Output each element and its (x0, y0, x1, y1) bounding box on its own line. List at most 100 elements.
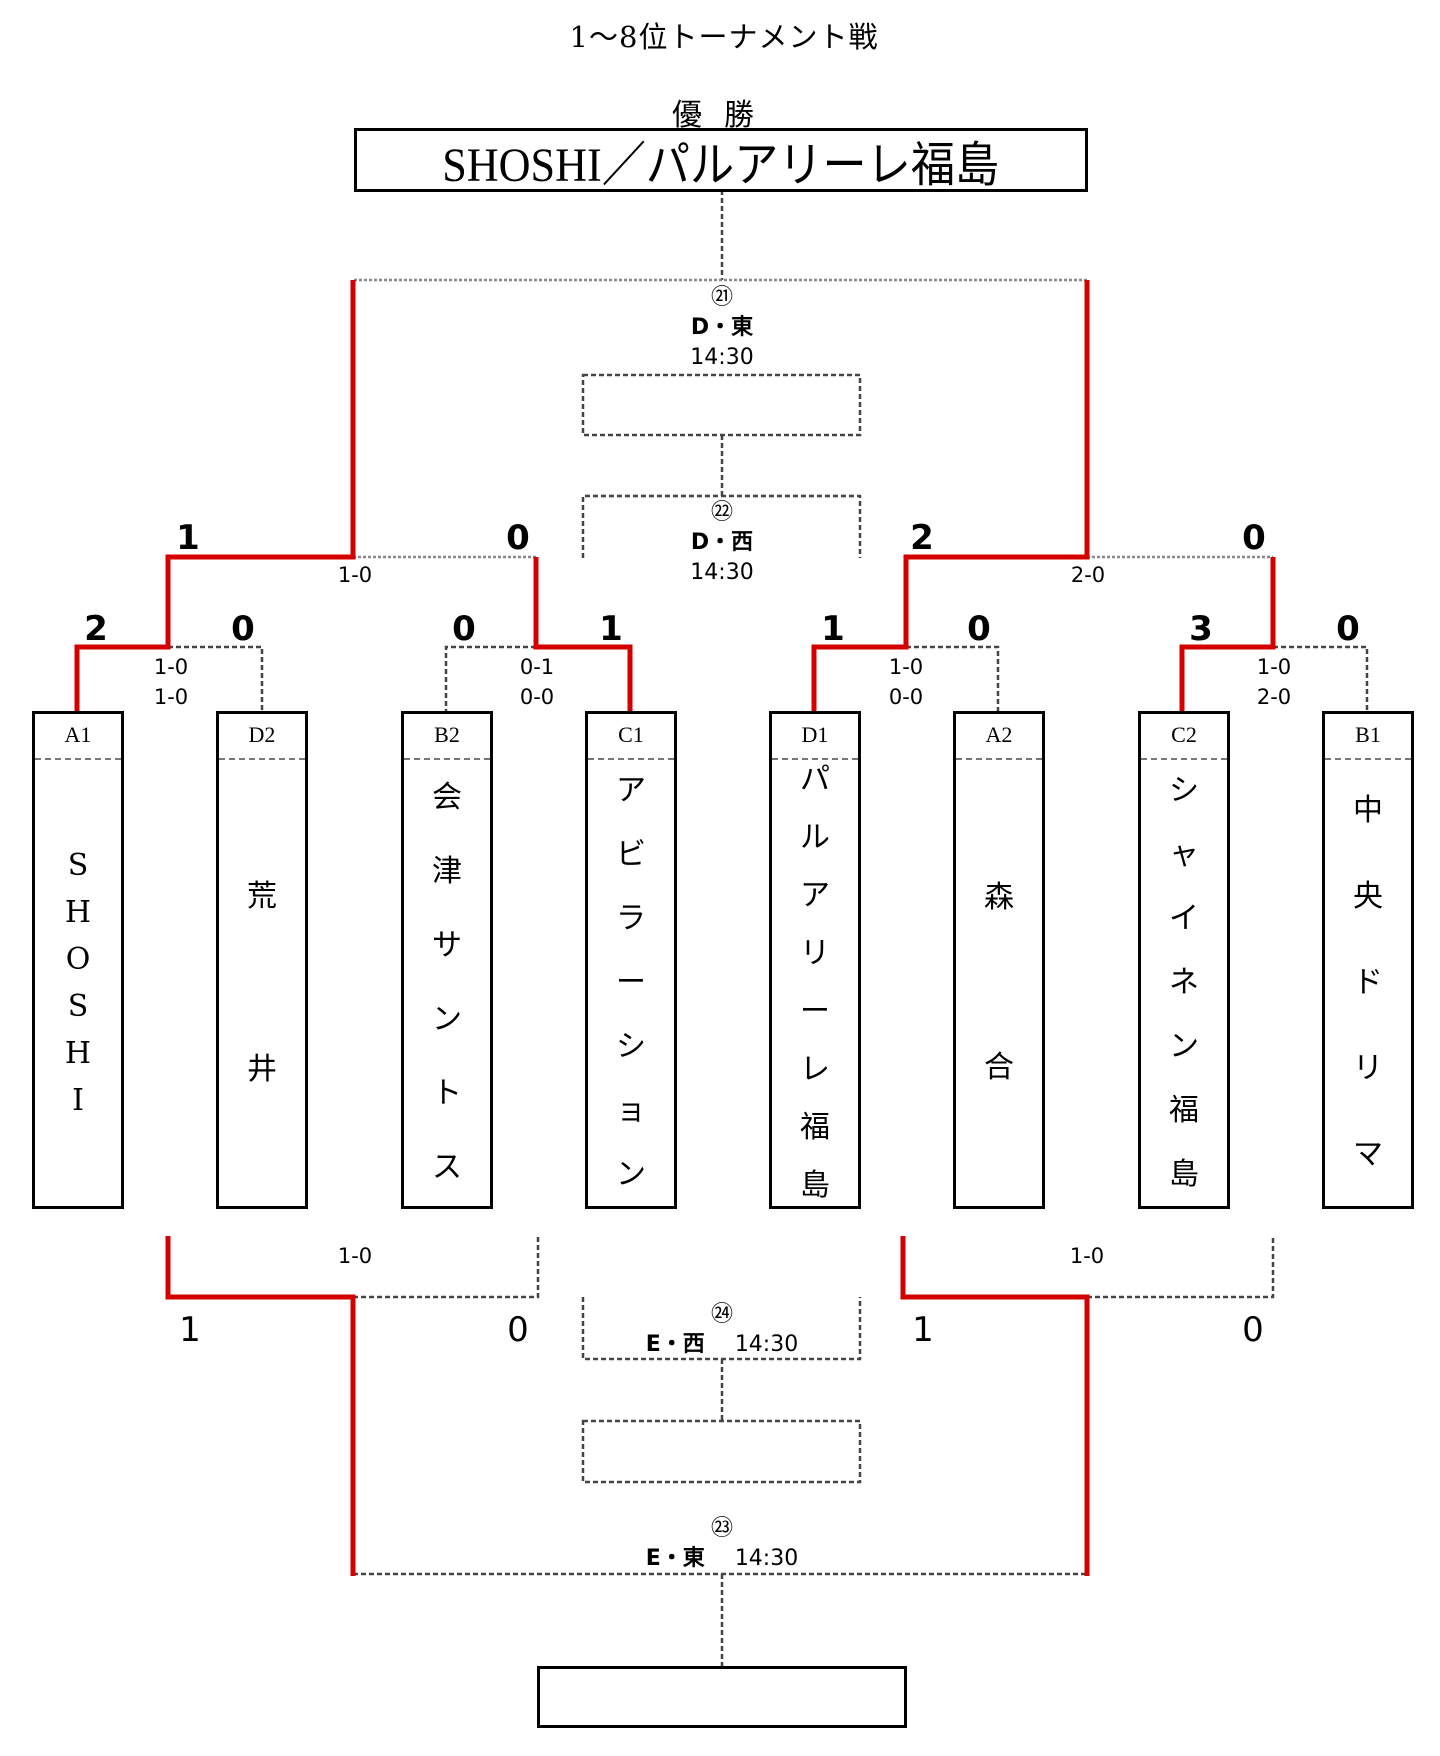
team-name-char: 森 (984, 880, 1014, 915)
placement1-line (353, 1236, 540, 1299)
match22-venue: D・西 (690, 530, 754, 555)
qf1-line (168, 645, 264, 711)
team-name-char: H (64, 894, 92, 930)
team-name-char: レ (800, 1052, 830, 1087)
match21-number: ㉑ (710, 285, 733, 310)
team-seed: C2 (1141, 714, 1227, 760)
match24-number: ㉔ (710, 1302, 733, 1327)
qf3-half2: 0-0 (888, 685, 924, 709)
page-title: 1〜8位トーナメント戦 (569, 20, 879, 54)
match21-venue: D・東 (690, 315, 754, 340)
qf3-line (906, 645, 1000, 711)
sf2-right-score: 0 (1242, 518, 1266, 558)
team-seed: D1 (772, 714, 858, 760)
team-name-char: ン (616, 1157, 646, 1192)
winner-path-placement1 (165, 1236, 356, 1576)
team-name-char: ョ (616, 1093, 646, 1128)
winner-path-placement2 (900, 1236, 1090, 1576)
sf1-left-score: 1 (176, 518, 200, 558)
team-name-char: 島 (800, 1168, 830, 1203)
team-name-char: サ (432, 928, 462, 963)
team-name-char: パ (800, 762, 830, 797)
team-name-char: 中 (1353, 793, 1383, 828)
team-name: 会津サントス (404, 760, 490, 1206)
match21-time: 14:30 (690, 345, 754, 370)
team-seed: D2 (219, 714, 305, 760)
qf1-right-score: 0 (231, 609, 255, 649)
team-name-char: ト (432, 1076, 462, 1111)
qf4-line (1273, 645, 1369, 711)
team-name: アビラーション (588, 760, 674, 1206)
winner-path-qf2 (533, 557, 633, 711)
team-seed: B1 (1325, 714, 1411, 760)
placement2-right-score: 0 (1242, 1310, 1264, 1350)
qf3-left-score: 1 (821, 609, 845, 649)
team-name-char: リ (800, 936, 830, 971)
team-seed: B2 (404, 714, 490, 760)
qf4-right-score: 0 (1336, 609, 1360, 649)
team-name-char: ー (616, 965, 646, 1000)
team-name-char: O (65, 941, 91, 977)
placement2-left-score: 1 (912, 1310, 934, 1350)
match24-venue: E・西 (645, 1332, 705, 1357)
winner-path-final-left (74, 280, 356, 711)
qf1-left-score: 2 (84, 609, 108, 649)
team-name-char: マ (1353, 1137, 1383, 1172)
match24-result-box (581, 1419, 862, 1484)
team-name: 森合 (956, 760, 1042, 1206)
match23-time: 14:30 (734, 1546, 799, 1571)
team-name-char: ス (432, 1150, 462, 1185)
team-name-char: ラ (616, 901, 646, 936)
match22-bracket (581, 494, 862, 558)
match21-info: ㉑ D・東 14:30 (690, 283, 753, 373)
team-name-char: 会 (432, 780, 462, 815)
team-name: 中央ドリマ (1325, 760, 1411, 1206)
placement2-detail: 1-0 (1069, 1244, 1105, 1268)
team-name: パルアリーレ福島 (772, 760, 858, 1206)
team-name-char: ン (432, 1002, 462, 1037)
champion-name: SHOSHI／パルアリーレ福島 (442, 139, 1000, 192)
team-name-char: H (64, 1035, 92, 1071)
winner-path-final-right (811, 280, 1090, 711)
team-name-char: ア (616, 773, 646, 808)
team-name-char: 荒 (247, 878, 277, 914)
placement1-detail: 1-0 (337, 1244, 373, 1268)
team-name-char: 福 (1169, 1093, 1199, 1128)
champion-label: 優勝 (672, 98, 776, 133)
team-name: 荒井 (219, 760, 305, 1206)
qf2-half1: 0-1 (519, 655, 555, 679)
qf1-half1: 1-0 (153, 655, 189, 679)
team-name-char: 央 (1353, 879, 1383, 914)
match23-result-box (537, 1666, 907, 1728)
team-name-char: 井 (247, 1051, 277, 1087)
team-name-char: ド (1353, 965, 1383, 1000)
match22-number: ㉒ (710, 500, 733, 525)
match22-time: 14:30 (690, 560, 754, 585)
sf1-detail: 1-0 (337, 563, 373, 587)
qf2-line (444, 645, 536, 711)
sf1-right-score: 0 (506, 518, 530, 558)
qf2-half2: 0-0 (519, 685, 555, 709)
team-name-char: 合 (984, 1050, 1014, 1085)
team-seed: A1 (35, 714, 121, 760)
qf2-right-score: 1 (599, 609, 623, 649)
team-name-char: ビ (616, 837, 646, 872)
qf4-half1: 1-0 (1256, 655, 1292, 679)
team-name-char: S (67, 847, 89, 883)
team-name-char: イ (1169, 901, 1199, 936)
team-name-char: ー (800, 994, 830, 1029)
qf4-half2: 2-0 (1256, 685, 1292, 709)
